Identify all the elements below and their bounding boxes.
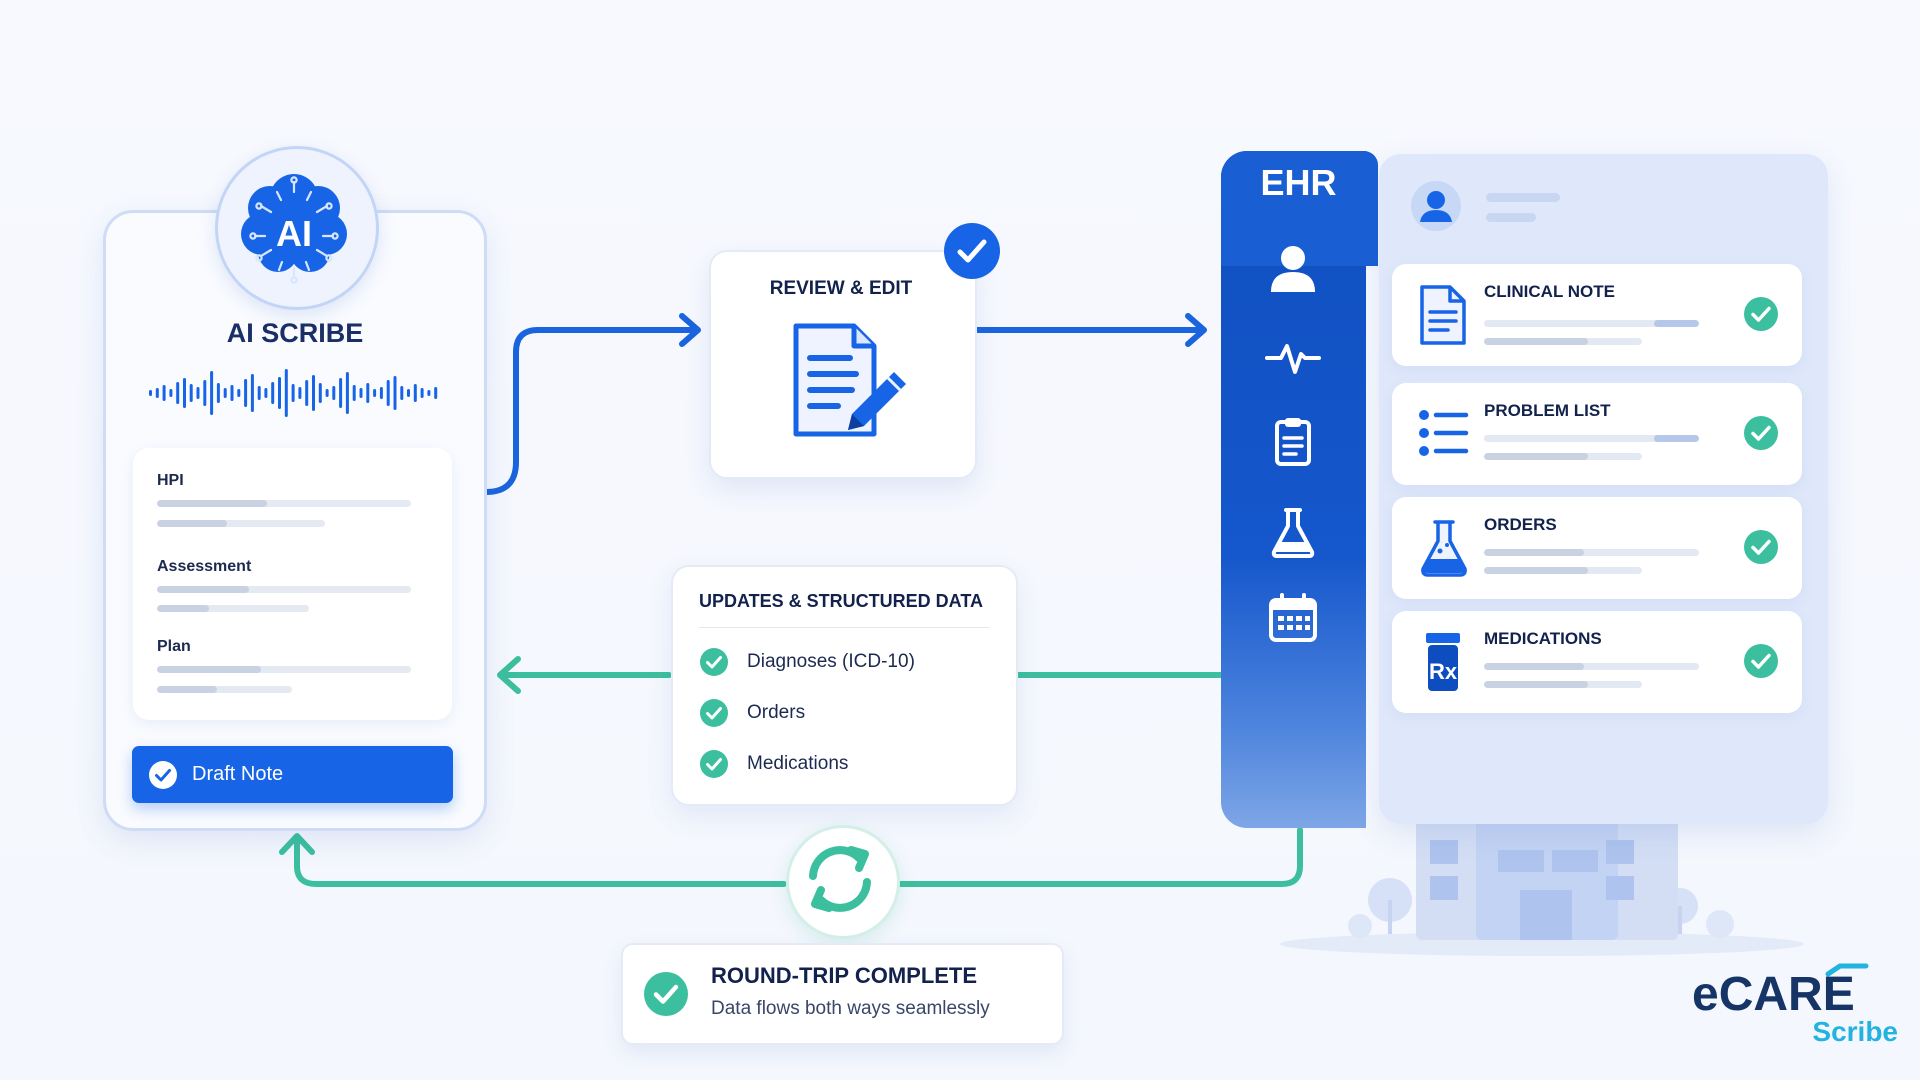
review-check-badge-icon bbox=[944, 223, 1000, 279]
ehr-card-problem-list[interactable]: PROBLEM LIST bbox=[1392, 383, 1802, 485]
section-hpi-label: HPI bbox=[157, 472, 184, 489]
ehr-card-title: PROBLEM LIST bbox=[1484, 401, 1611, 420]
svg-text:Rx: Rx bbox=[1429, 659, 1458, 684]
check-circle-icon bbox=[149, 760, 177, 789]
roundtrip-loop bbox=[294, 827, 1303, 887]
sync-icon bbox=[809, 846, 871, 912]
heartbeat-icon[interactable] bbox=[1265, 328, 1321, 384]
ai-scribe-title: AI SCRIBE bbox=[226, 318, 364, 348]
review-edit-title: REVIEW & EDIT bbox=[769, 278, 913, 299]
user-icon[interactable] bbox=[1265, 240, 1321, 296]
list-icon bbox=[1419, 410, 1469, 456]
update-item-orders: Orders bbox=[699, 698, 805, 728]
check-circle-icon bbox=[1744, 416, 1778, 450]
audio-waveform-icon bbox=[149, 369, 438, 417]
ehr-tab bbox=[1221, 151, 1378, 266]
note-sections-card: HPI Assessment Plan bbox=[133, 448, 452, 720]
ehr-card-medications[interactable]: Rx MEDICATIONS bbox=[1392, 611, 1802, 713]
ecare-logo-wordmark: eCARE bbox=[1692, 963, 1869, 1021]
clipboard-icon[interactable] bbox=[1265, 414, 1321, 470]
section-plan-label: Plan bbox=[157, 638, 191, 655]
logo-product: Scribe bbox=[1812, 1016, 1898, 1047]
update-item-diagnoses: Diagnoses (ICD-10) bbox=[699, 647, 915, 677]
ehr-card-title: ORDERS bbox=[1484, 515, 1557, 534]
round-trip-card: ROUND-TRIP COMPLETE Data flows both ways… bbox=[621, 943, 1064, 1045]
check-circle-icon bbox=[644, 972, 688, 1016]
ehr-card-clinical-note[interactable]: CLINICAL NOTE bbox=[1392, 264, 1802, 366]
draft-note-button[interactable]: Draft Note bbox=[132, 746, 453, 803]
draft-note-label: Draft Note bbox=[192, 763, 284, 785]
updates-structured-data-card: UPDATES & STRUCTURED DATA Diagnoses (ICD… bbox=[671, 565, 1018, 806]
review-edit-card bbox=[709, 250, 977, 479]
round-trip-subtitle: Data flows both ways seamlessly bbox=[711, 998, 990, 1019]
update-item-medications: Medications bbox=[699, 749, 848, 779]
check-circle-icon bbox=[1744, 644, 1778, 678]
brain-icon: AI bbox=[241, 174, 347, 284]
check-circle-icon bbox=[700, 750, 728, 778]
prescription-bottle-icon: Rx bbox=[1426, 633, 1460, 691]
document-icon bbox=[1420, 285, 1466, 345]
ehr-card-title: MEDICATIONS bbox=[1484, 629, 1602, 648]
section-assessment-label: Assessment bbox=[157, 558, 252, 575]
check-circle-icon bbox=[1744, 530, 1778, 564]
arrow-to-review bbox=[483, 327, 699, 495]
calendar-icon[interactable] bbox=[1265, 590, 1321, 646]
ehr-title: EHR bbox=[1260, 162, 1337, 203]
sync-circle bbox=[786, 825, 900, 939]
check-circle-icon bbox=[700, 648, 728, 676]
round-trip-title: ROUND-TRIP COMPLETE bbox=[711, 963, 978, 988]
svg-text:eCARE: eCARE bbox=[1692, 968, 1855, 1021]
check-circle-icon bbox=[1744, 297, 1778, 331]
ai-badge: AI bbox=[215, 146, 379, 310]
flask-icon bbox=[1421, 520, 1467, 577]
ai-badge-text: AI bbox=[276, 213, 312, 254]
ehr-content-panel bbox=[1379, 154, 1828, 824]
ehr-card-orders[interactable]: ORDERS bbox=[1392, 497, 1802, 599]
updates-title: UPDATES & STRUCTURED DATA bbox=[699, 591, 983, 611]
ehr-card-title: CLINICAL NOTE bbox=[1484, 282, 1615, 301]
avatar-icon[interactable] bbox=[1410, 180, 1462, 232]
check-circle-icon bbox=[700, 699, 728, 727]
document-edit-icon bbox=[793, 323, 906, 437]
ecare-scribe-logo: eCARE Scribe bbox=[1690, 962, 1904, 1062]
flask-icon[interactable] bbox=[1265, 504, 1321, 560]
